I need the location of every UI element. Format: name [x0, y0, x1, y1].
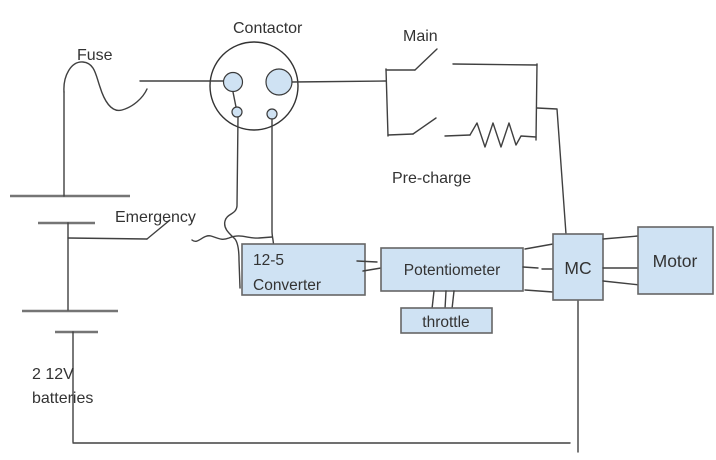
- converter-label-line2: Converter: [253, 277, 321, 294]
- fuse-label: Fuse: [77, 47, 113, 64]
- pot-mc-wire-2a: [522, 266, 539, 269]
- main-precharge-section: [385, 48, 567, 235]
- converter-potentiometer-wires: [356, 260, 382, 272]
- fuse-squiggle: [63, 61, 148, 112]
- contactor-symbol: [209, 41, 387, 289]
- fuse-section: [63, 61, 211, 197]
- converter-pot-wire-2: [362, 267, 382, 272]
- mc-label: MC: [564, 258, 591, 278]
- throttle-label: throttle: [422, 314, 469, 331]
- potentiometer-box: Potentiometer: [380, 247, 524, 292]
- precharge-switch-blade: [412, 117, 437, 135]
- pot-mc-wire-1: [524, 243, 554, 250]
- contactor-coil-link-wire: [232, 91, 237, 108]
- battery-label-line2: batteries: [32, 390, 93, 407]
- precharge-lead-wire: [387, 133, 414, 136]
- motor-label: Motor: [653, 251, 698, 271]
- contactor-terminal-small-left: [231, 106, 243, 118]
- main-switch-blade: [414, 48, 438, 71]
- contactor-terminal-small-right: [266, 108, 278, 120]
- pot-mc-wire-3: [524, 289, 554, 293]
- pot-throttle-wire-1: [431, 290, 435, 310]
- mc-motor-wire-1: [602, 235, 639, 240]
- contactor-body-circle: [209, 41, 299, 131]
- converter-rect: [241, 243, 366, 296]
- emergency-tap-wire: [67, 237, 148, 240]
- mc-motor-wires: [602, 235, 641, 286]
- mc-box: MC: [552, 233, 604, 301]
- motor-box: Motor: [637, 226, 714, 295]
- potentiometer-rect: [380, 247, 524, 292]
- precharge-label: Pre-charge: [392, 170, 471, 187]
- pot-throttle-wire-2: [444, 290, 447, 310]
- pot-throttle-wire-3: [451, 290, 455, 310]
- emergency-switch-blade: [146, 219, 171, 240]
- converter-pot-wire-1: [356, 260, 378, 263]
- battery-symbol: [10, 194, 130, 443]
- emergency-label: Emergency: [115, 209, 196, 226]
- converter-box: 12-5 Converter: [241, 243, 366, 296]
- contactor-terminal-large-left: [222, 71, 244, 93]
- precharge-resistor-zigzag: [469, 122, 537, 148]
- mc-rect: [552, 233, 604, 301]
- emergency-to-converter-wire: [191, 235, 273, 242]
- contactor-label: Contactor: [233, 20, 303, 37]
- contactor-coil-right-down-wire: [271, 118, 275, 252]
- potentiometer-throttle-wires: [431, 290, 455, 310]
- throttle-box: throttle: [400, 307, 493, 334]
- motor-rect: [637, 226, 714, 295]
- main-label: Main: [403, 28, 438, 45]
- converter-label-line1: 12-5: [253, 252, 284, 269]
- emergency-section: [67, 219, 273, 242]
- potentiometer-label: Potentiometer: [404, 262, 501, 279]
- main-left-bus-wire: [385, 68, 389, 137]
- contactor-coil-left-down-wire: [223, 116, 241, 289]
- main-to-mc-wire: [536, 107, 567, 235]
- precharge-resistor-lead-wire: [444, 134, 471, 137]
- mc-motor-wire-3: [602, 280, 641, 286]
- main-top-wire: [452, 63, 538, 66]
- main-right-bus-wire: [535, 63, 538, 141]
- contactor-terminal-large-right: [265, 68, 293, 96]
- battery-label-line1: 2 12V: [32, 366, 74, 383]
- contactor-to-main-wire: [291, 80, 387, 83]
- throttle-rect: [400, 307, 493, 334]
- potentiometer-mc-wires: [522, 243, 554, 293]
